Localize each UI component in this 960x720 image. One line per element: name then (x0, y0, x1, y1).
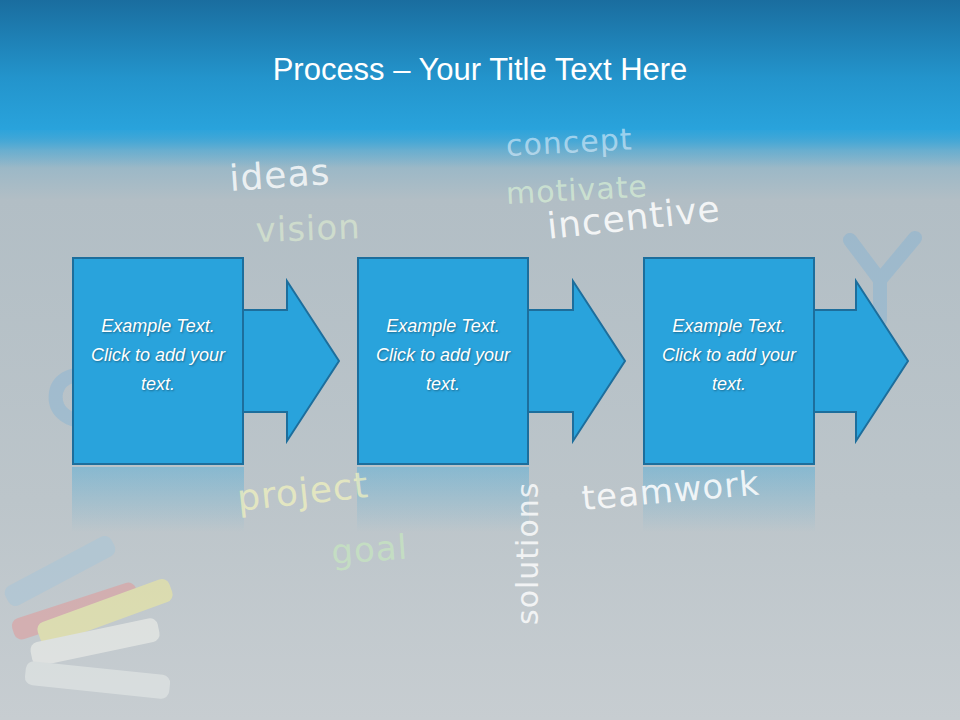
chalk-word: project (235, 464, 371, 519)
chalk-word: concept (505, 121, 633, 163)
process-box: Example Text. Click to add your text. (72, 257, 244, 465)
process-box: Example Text. Click to add your text. (357, 257, 529, 465)
chalk-word: vision (255, 206, 361, 250)
slide-title: Process – Your Title Text Here (0, 52, 960, 88)
trailing-arrow (814, 281, 908, 441)
process-box: Example Text. Click to add your text. (643, 257, 815, 465)
box-text: Example Text. Click to add your text. (86, 312, 230, 399)
flow-arrow (243, 281, 339, 441)
box-text: Example Text. Click to add your text. (657, 312, 801, 399)
chalk-word: goal (330, 527, 409, 572)
box-text: Example Text. Click to add your text. (371, 312, 515, 399)
chalk-sticks (2, 533, 175, 699)
header-fade (0, 128, 960, 168)
chalk-word: solutions (510, 482, 545, 625)
chalk-word: ideas (228, 151, 331, 199)
flow-arrow (528, 281, 625, 441)
